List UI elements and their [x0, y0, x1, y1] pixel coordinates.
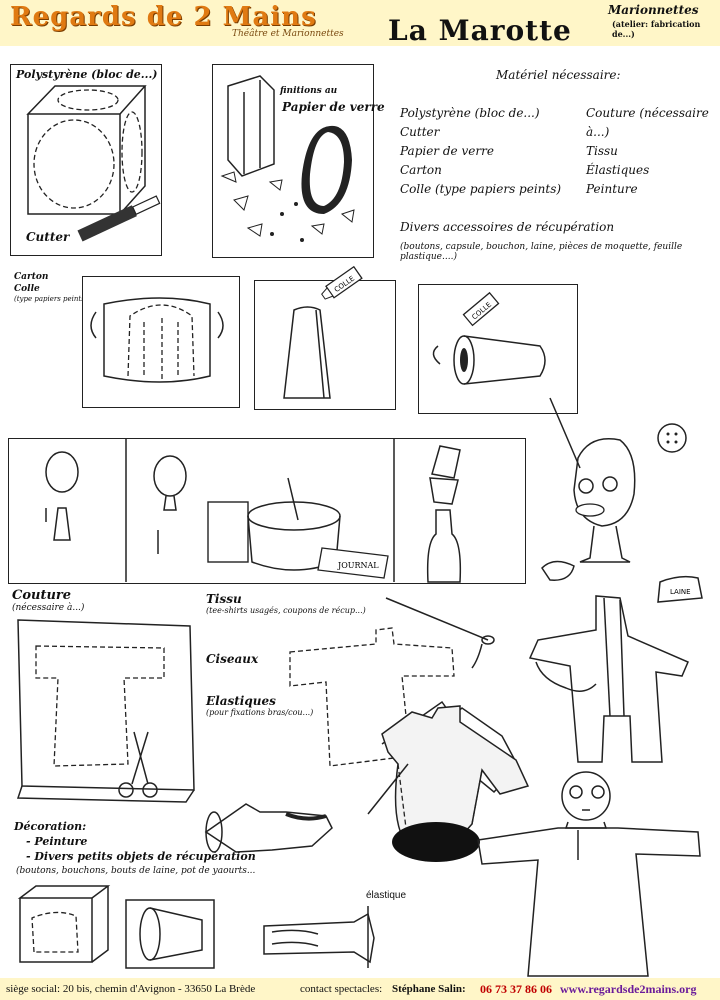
page-title: La Marotte [388, 14, 572, 47]
category-subtitle: (atelier: fabrication de...) [612, 19, 701, 39]
couture-label: Couture [12, 588, 72, 603]
materials-right-list: Couture (nécessaire à...) Tissu Élastiqu… [586, 104, 720, 199]
cutter-label: Cutter [26, 230, 70, 244]
material-item: Tissu [586, 144, 618, 158]
decoration-title: Décoration: [14, 820, 87, 833]
elastic-hand-drawing [263, 906, 375, 968]
accessories-title: Divers accessoires de récupération [400, 220, 615, 234]
polystyrene-cube-drawing [26, 85, 161, 242]
material-item: Élastiques [586, 163, 650, 177]
material-item: Colle (type papiers peints) [400, 182, 562, 196]
footer-website[interactable]: www.regardsde2mains.org [560, 982, 697, 996]
material-item: Carton [400, 163, 442, 177]
tissu-detail: (tee-shirts usagés, coupons de récup...) [206, 606, 366, 615]
tissu-label: Tissu [206, 592, 242, 606]
glove-hand-drawing [204, 803, 333, 853]
cup-decor-drawing [125, 899, 215, 969]
panel-papier-mache [8, 438, 526, 584]
panel-glue-roll [418, 284, 578, 414]
sandpaper-shapes-drawing [220, 75, 355, 242]
hand-puppet-drawing [528, 595, 689, 763]
decoration-detail: (boutons, bouchons, bouts de laine, pot … [16, 866, 256, 876]
glue-roll-drawing: COLLE [432, 291, 546, 385]
materials-title: Matériel nécessaire: [496, 68, 621, 82]
carton-fold-drawing [90, 297, 224, 383]
colle-detail: (type papiers peints) [14, 295, 88, 303]
material-item: Peinture [586, 182, 638, 196]
footer-bar: siège social: 20 bis, chemin d'Avignon -… [0, 978, 720, 1000]
journal-text: JOURNAL [337, 561, 379, 570]
footer-address: siège social: 20 bis, chemin d'Avignon -… [6, 983, 256, 995]
footer-phone: 06 73 37 86 06 [480, 982, 552, 996]
cube-decor-drawing [17, 885, 111, 963]
logo: Regards de 2 Mains [10, 2, 317, 32]
couture-detail: (nécessaire à...) [12, 603, 85, 613]
material-item: Couture (nécessaire à...) [586, 106, 709, 139]
elastiques-label: Elastiques [206, 694, 276, 708]
elastique-label: élastique [366, 890, 407, 901]
decoration-item-1: - Peinture [26, 835, 88, 848]
colle-label: Colle [14, 284, 40, 294]
header-banner [0, 0, 720, 46]
ciseaux-label: Ciseaux [206, 652, 259, 666]
finish-label-1: finitions au [280, 86, 338, 96]
finish-label-2: Papier de verre [282, 100, 385, 114]
marotte-head-drawing: LAINE [541, 397, 703, 603]
material-item: Polystyrène (bloc de...) [400, 106, 540, 120]
logo-subtitle: Théâtre et Marionnettes [232, 29, 344, 39]
finished-marotte-drawing [477, 771, 701, 977]
elastiques-detail: (pour fixations bras/cou...) [206, 708, 314, 717]
material-item: Papier de verre [400, 144, 494, 158]
yarn-label-text: LAINE [670, 588, 691, 596]
materials-left-list: Polystyrène (bloc de...) Cutter Papier d… [400, 104, 561, 199]
material-item: Cutter [400, 125, 440, 139]
category-label: Marionnettes [608, 3, 699, 17]
decoration-item-2: - Divers petits objets de récupération [26, 850, 256, 863]
carton-label: Carton [14, 272, 49, 282]
shirt-3d-drawing [367, 705, 530, 862]
footer-contact: contact spectacles: [300, 983, 383, 995]
polystyrene-label: Polystyrène (bloc de...) [16, 68, 158, 81]
glue-cone-drawing: COLLE [283, 265, 363, 399]
panel-glue-cone [254, 280, 396, 410]
fabric-pattern-drawing [16, 619, 195, 803]
footer-name: Stéphane Salin: [392, 983, 466, 995]
accessories-detail: (boutons, capsule, bouchon, laine, pièce… [400, 242, 683, 262]
papier-mache-drawing: JOURNAL [45, 438, 462, 583]
